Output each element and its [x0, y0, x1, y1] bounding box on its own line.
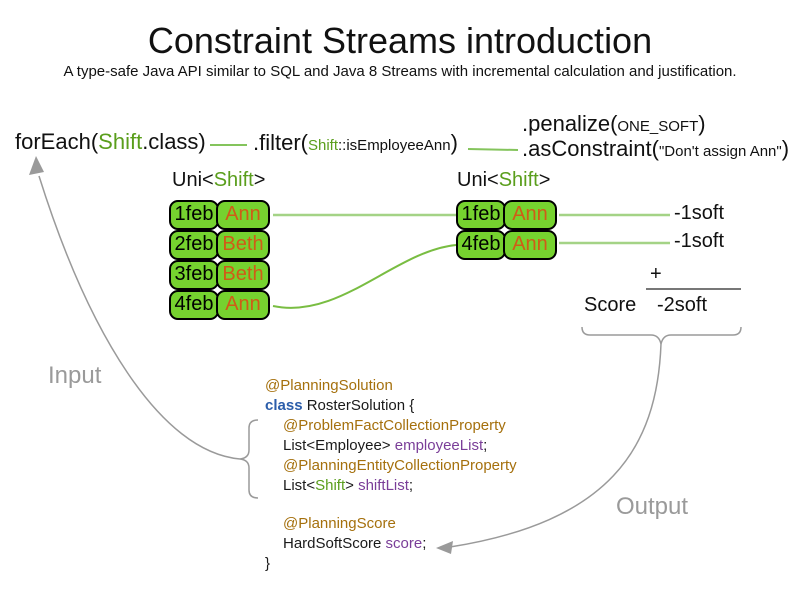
score-total: -2soft [657, 294, 708, 316]
code-line: @PlanningSolution [265, 376, 517, 396]
input-arrow [38, 175, 241, 460]
filter-close: ) [450, 130, 458, 155]
shift-date-cell: 1feb [169, 200, 219, 230]
annotation-planning-entity: @PlanningEntityCollectionProperty [283, 457, 517, 474]
closing-brace: } [265, 555, 271, 572]
shift-list-type-post: > [345, 477, 359, 494]
filter-type: Shift [308, 137, 339, 154]
score-label: Score [584, 294, 637, 316]
code-line: List<Shift> shiftList; [265, 476, 517, 496]
shift-date-cell: 4feb [169, 290, 219, 320]
penalty-value-2: -1soft [674, 230, 725, 252]
code-line-blank [265, 496, 517, 514]
shift-employee-cell: Beth [216, 260, 270, 290]
asconstraint-arg: "Don't assign Ann" [658, 143, 782, 160]
uni-post: > [538, 169, 551, 191]
code-brace [239, 419, 259, 499]
code-line: @PlanningEntityCollectionProperty [265, 456, 517, 476]
score-brace [581, 326, 742, 345]
filter-expression: .filter(Shift::isEmployeeAnn) [253, 130, 458, 156]
plus-sign: + [650, 263, 662, 285]
shift-employee-cell: Beth [216, 230, 270, 260]
shift-employee-cell: Ann [503, 230, 557, 260]
shift-date-cell: 2feb [169, 230, 219, 260]
semicolon: ; [408, 477, 414, 494]
page-title: Constraint Streams introduction [147, 20, 653, 61]
annotation-problem-fact: @ProblemFactCollectionProperty [283, 417, 506, 434]
semicolon: ; [483, 437, 488, 454]
uni-pre: Uni< [172, 169, 214, 191]
shift-employee-cell: Ann [503, 200, 557, 230]
code-line: class RosterSolution { [265, 396, 517, 416]
right-stream-label: Uni<Shift> [457, 169, 550, 192]
shift-date-cell: 1feb [456, 200, 506, 230]
asconstraint-pre: .asConstraint( [522, 136, 659, 161]
filter-arg: ::isEmployeeAnn [338, 137, 451, 154]
shift-date-cell: 4feb [456, 230, 506, 260]
shift-employee-cell: Ann [216, 290, 270, 320]
uni-pre: Uni< [457, 169, 499, 191]
penalize-arg: ONE_SOFT [617, 118, 699, 135]
code-line: List<Employee> employeeList; [265, 436, 517, 456]
annotation-planning-solution: @PlanningSolution [265, 377, 393, 394]
foreach-type: Shift [98, 129, 143, 154]
uni-type: Shift [498, 169, 539, 191]
roster-solution-code: @PlanningSolution class RosterSolution {… [265, 376, 517, 574]
input-label: Input [48, 362, 102, 389]
semicolon: ; [422, 535, 427, 552]
penalize-expression: .penalize(ONE_SOFT) [522, 111, 706, 137]
class-declaration: RosterSolution { [302, 397, 415, 414]
output-arrow [449, 343, 662, 548]
output-arrowhead-icon [436, 541, 453, 554]
page-subtitle: A type-safe Java API similar to SQL and … [63, 63, 737, 80]
output-label: Output [616, 493, 689, 520]
code-line: HardSoftScore score; [265, 534, 517, 554]
code-line: } [265, 554, 517, 574]
asconstraint-close: ) [781, 136, 790, 161]
uni-post: > [253, 169, 266, 191]
uni-type: Shift [213, 169, 254, 191]
row-4feb-connector [272, 244, 457, 309]
penalize-pre: .penalize( [522, 111, 618, 136]
input-arrowhead-icon [29, 156, 44, 175]
penalize-close: ) [698, 111, 706, 136]
shift-list-field: shiftList [358, 477, 409, 494]
score-type: HardSoftScore [283, 535, 386, 552]
filter-penalize-connector [467, 148, 519, 151]
shift-employee-cell: Ann [216, 200, 270, 230]
shift-list-type-pre: List< [283, 477, 316, 494]
employee-list-field: employeeList [394, 437, 484, 454]
penalty-value-1: -1soft [674, 202, 725, 224]
shift-type: Shift [315, 477, 346, 494]
left-stream-label: Uni<Shift> [172, 169, 265, 192]
score-field: score [385, 535, 423, 552]
asconstraint-expression: .asConstraint("Don't assign Ann") [522, 136, 789, 162]
foreach-pre: forEach( [15, 129, 99, 154]
foreach-expression: forEach(Shift.class) [15, 129, 206, 155]
employee-list-type: List<Employee> [283, 437, 395, 454]
shift-date-cell: 3feb [169, 260, 219, 290]
code-line: @ProblemFactCollectionProperty [265, 416, 517, 436]
keyword-class: class [265, 397, 303, 414]
code-line: @PlanningScore [265, 514, 517, 534]
foreach-post: .class) [142, 129, 206, 154]
filter-pre: .filter( [253, 130, 308, 155]
annotation-planning-score: @PlanningScore [283, 515, 396, 532]
